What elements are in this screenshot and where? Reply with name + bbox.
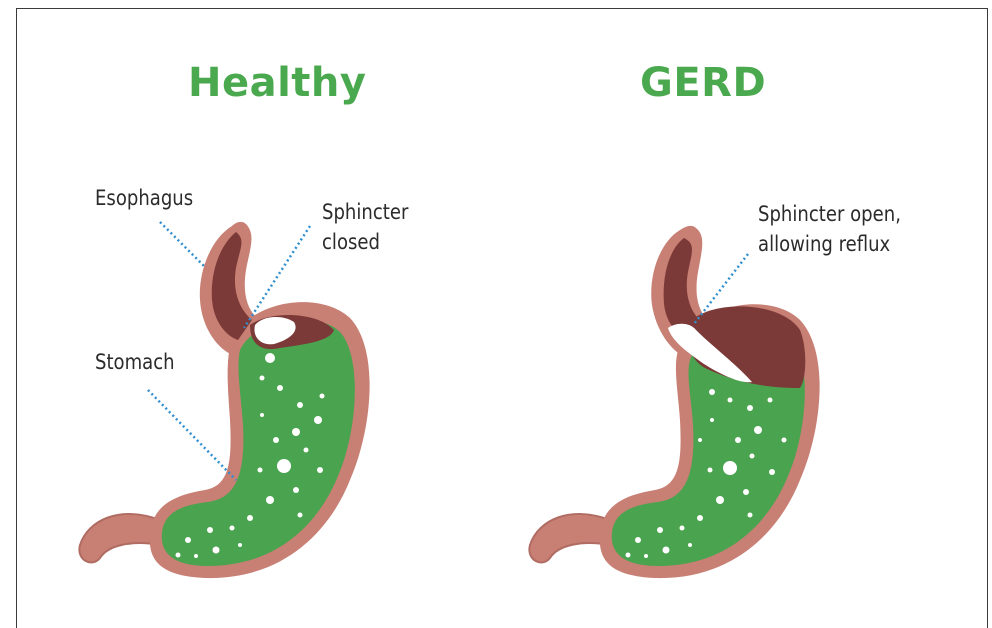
esophagus-leader-line — [160, 222, 206, 268]
healthy-stomach — [79, 222, 369, 578]
healthy-stomach-inner — [162, 320, 355, 566]
gerd-duodenum — [529, 514, 610, 562]
healthy-duodenum — [79, 514, 160, 562]
gerd-stomach — [529, 226, 819, 578]
stomach-leader-line — [148, 390, 236, 480]
